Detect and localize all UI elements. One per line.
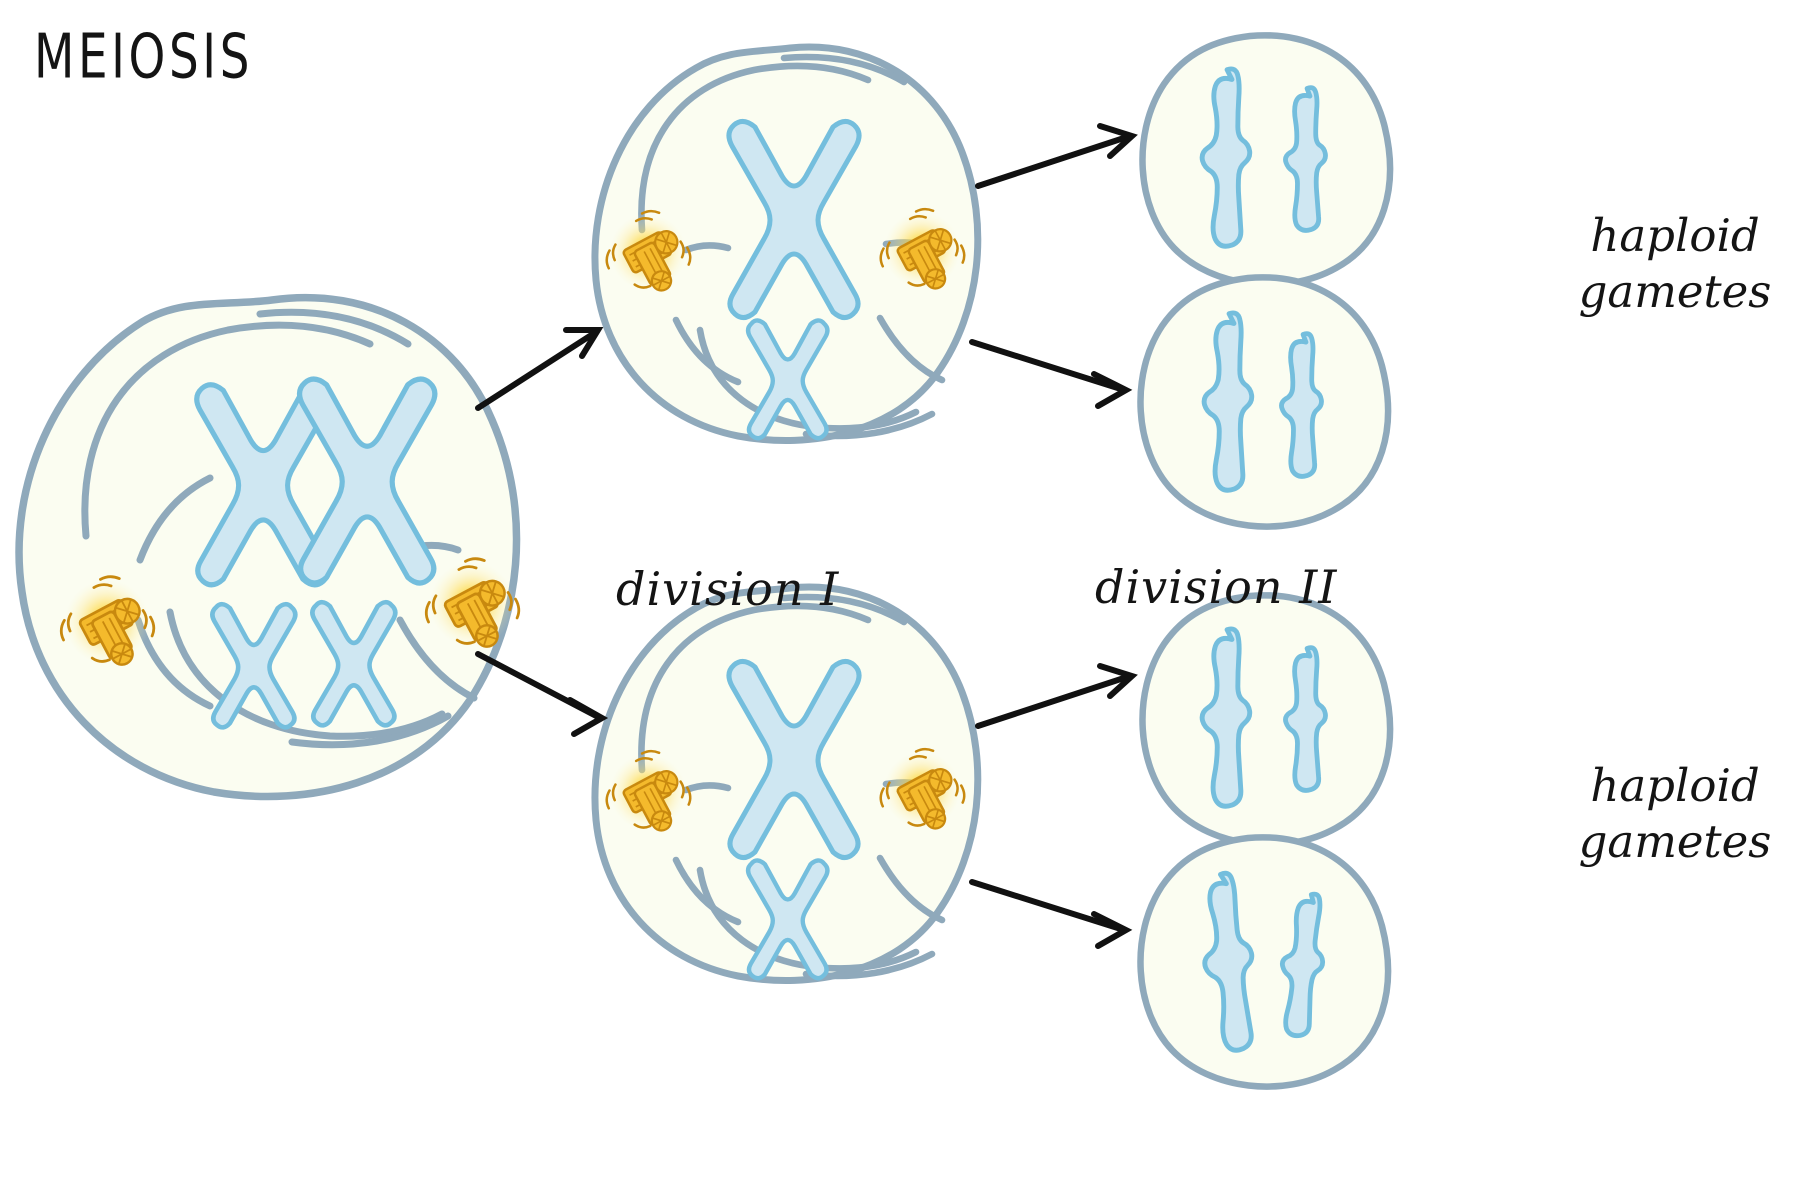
page-title: MEIOSIS xyxy=(34,22,254,93)
cell-membrane xyxy=(1137,834,1392,1090)
arrows-group xyxy=(475,123,1138,949)
arrow-division-1-bottom xyxy=(475,651,609,737)
nuclear-envelope-arcs xyxy=(81,308,452,749)
daughter-cell-bottom xyxy=(591,583,982,984)
cell-membrane xyxy=(1139,592,1394,848)
cell-membrane xyxy=(1139,32,1394,288)
arrow-division-2-a xyxy=(975,123,1138,189)
label-haploid-gametes-top: haploid gametes xyxy=(1578,209,1772,318)
daughter-cell-top xyxy=(591,43,982,444)
gamete-3 xyxy=(1139,592,1394,848)
label-haploid-gametes-bottom: haploid gametes xyxy=(1578,759,1772,868)
arrow-division-1-top xyxy=(475,327,604,411)
gamete-1 xyxy=(1139,32,1394,288)
cell-membrane xyxy=(1137,274,1392,530)
arrow-division-2-d xyxy=(969,879,1133,949)
gamete-2 xyxy=(1137,274,1392,530)
label-division-one: division I xyxy=(616,562,840,616)
label-division-two: division II xyxy=(1095,560,1338,614)
arrow-division-2-c xyxy=(975,663,1138,729)
parent-cell xyxy=(15,293,521,801)
arrow-division-2-b xyxy=(969,339,1133,409)
gamete-4 xyxy=(1137,834,1392,1090)
